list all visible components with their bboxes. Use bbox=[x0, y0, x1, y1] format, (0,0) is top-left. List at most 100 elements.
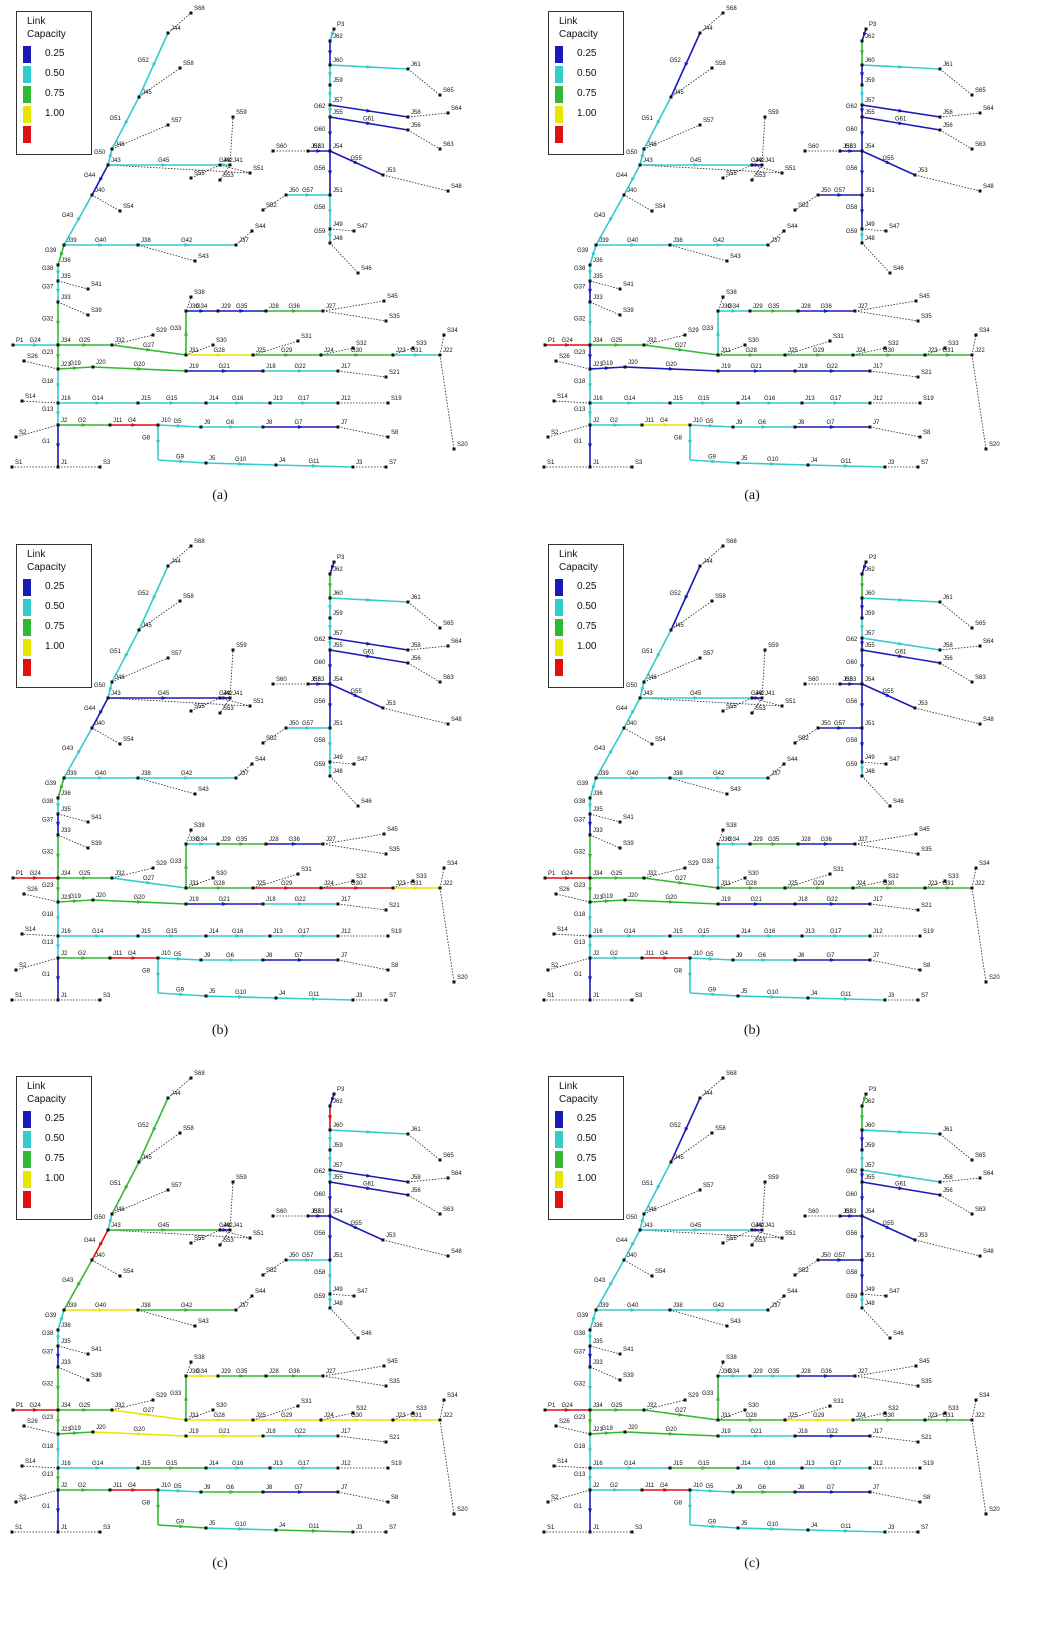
flow-arrow bbox=[833, 1466, 840, 1470]
link-label: G30 bbox=[351, 348, 363, 354]
node-marker bbox=[888, 804, 892, 808]
flow-arrow bbox=[184, 1308, 191, 1312]
node-label: J17 bbox=[341, 1429, 351, 1435]
flow-arrow bbox=[613, 423, 620, 427]
legend-label: 0.50 bbox=[577, 68, 597, 79]
service-connection bbox=[589, 1345, 621, 1355]
flow-arrow bbox=[81, 423, 88, 427]
node-marker bbox=[816, 726, 820, 730]
node-marker bbox=[184, 1418, 188, 1422]
node-label: J50 bbox=[289, 188, 299, 194]
link-label: G36 bbox=[821, 304, 833, 310]
link-label: G14 bbox=[624, 1461, 636, 1467]
node-label: S30 bbox=[748, 871, 759, 877]
node-marker bbox=[750, 1243, 754, 1247]
node-marker bbox=[20, 1464, 24, 1468]
link-label: G58 bbox=[846, 205, 858, 211]
service-connection bbox=[392, 880, 414, 889]
link-label: G4 bbox=[128, 1483, 137, 1489]
node-marker bbox=[984, 1512, 988, 1516]
node-marker bbox=[442, 1398, 446, 1402]
legend-swatch bbox=[555, 639, 563, 656]
node-marker bbox=[668, 776, 672, 780]
legend-label: 0.75 bbox=[577, 88, 597, 99]
node-label: S33 bbox=[948, 1406, 959, 1412]
flow-arrow bbox=[328, 766, 332, 773]
service-connection bbox=[229, 1181, 234, 1231]
legend-item: 0.75 bbox=[555, 619, 619, 636]
node-marker bbox=[716, 1434, 720, 1438]
node-marker bbox=[356, 271, 360, 275]
service-connection bbox=[869, 1435, 919, 1443]
link-label: G38 bbox=[574, 1331, 586, 1337]
flow-arrow bbox=[124, 652, 129, 659]
flow-arrow bbox=[179, 992, 186, 997]
link-label: G51 bbox=[110, 1181, 122, 1187]
node-label: S26 bbox=[27, 887, 38, 893]
flow-arrow bbox=[860, 641, 864, 648]
flow-arrow bbox=[76, 749, 81, 756]
node-marker bbox=[860, 103, 864, 107]
node-marker bbox=[731, 1490, 735, 1494]
link-label: G44 bbox=[84, 1238, 96, 1244]
node-marker bbox=[56, 279, 60, 283]
node-label: J10 bbox=[161, 418, 171, 424]
node-label: J39 bbox=[67, 1303, 77, 1309]
link-label: G62 bbox=[314, 104, 326, 110]
service-connection bbox=[190, 164, 221, 179]
link-label: G4 bbox=[660, 951, 669, 957]
node-marker bbox=[588, 956, 592, 960]
node-label: J4 bbox=[279, 458, 286, 464]
node-label: J49 bbox=[333, 1287, 343, 1293]
node-label: J45 bbox=[142, 1155, 152, 1161]
link-label: G38 bbox=[42, 799, 54, 805]
link-label: G43 bbox=[62, 746, 74, 752]
flow-arrow bbox=[366, 1129, 373, 1134]
node-marker bbox=[156, 1488, 160, 1492]
link-label: G57 bbox=[302, 1253, 314, 1259]
node-marker bbox=[750, 711, 754, 715]
node-label: J30 bbox=[721, 837, 731, 843]
node-label: J15 bbox=[141, 1461, 151, 1467]
service-connection bbox=[57, 301, 89, 316]
flow-arrow bbox=[860, 72, 864, 79]
legend-title-line1: Link bbox=[27, 549, 46, 560]
node-label: J59 bbox=[333, 78, 343, 84]
service-connection bbox=[337, 903, 387, 911]
service-connection bbox=[15, 957, 59, 971]
node-label: S19 bbox=[391, 396, 402, 402]
node-label: J42 bbox=[755, 691, 765, 697]
node-marker bbox=[793, 1490, 797, 1494]
flow-arrow bbox=[353, 160, 360, 165]
node-label: J37 bbox=[771, 238, 781, 244]
node-marker bbox=[630, 465, 634, 469]
flow-arrow bbox=[630, 176, 635, 183]
node-label: J44 bbox=[171, 559, 181, 565]
node-marker bbox=[296, 872, 300, 876]
node-marker bbox=[251, 1418, 255, 1422]
link-label: G29 bbox=[813, 348, 825, 354]
node-label: J1 bbox=[61, 993, 68, 999]
node-marker bbox=[978, 1254, 982, 1258]
node-marker bbox=[384, 1440, 388, 1444]
node-marker bbox=[978, 1176, 982, 1180]
node-label: J27 bbox=[858, 1369, 868, 1375]
node-label: J46 bbox=[647, 1207, 657, 1213]
legend-item: 1.00 bbox=[23, 639, 87, 656]
node-label: S53 bbox=[223, 706, 234, 712]
node-marker bbox=[438, 680, 442, 684]
service-connection bbox=[767, 230, 785, 246]
node-marker bbox=[552, 399, 556, 403]
node-label: S52 bbox=[798, 1268, 809, 1274]
flow-arrow bbox=[613, 1488, 620, 1492]
node-label: J13 bbox=[805, 396, 815, 402]
node-marker bbox=[938, 128, 942, 132]
flow-arrow bbox=[829, 369, 836, 373]
node-label: J9 bbox=[736, 953, 743, 959]
service-connection bbox=[57, 834, 89, 849]
service-connection bbox=[939, 68, 973, 96]
link-label: G40 bbox=[627, 1303, 639, 1309]
service-connection bbox=[337, 426, 389, 438]
node-label: J7 bbox=[873, 953, 880, 959]
